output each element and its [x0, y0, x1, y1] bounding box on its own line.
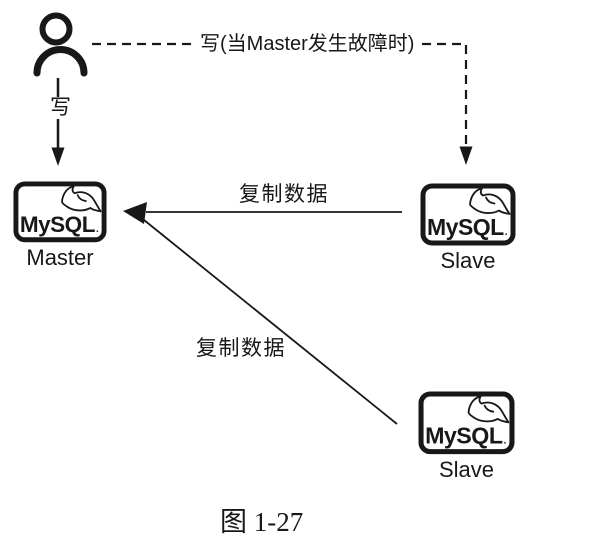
failover-arrow-line — [92, 42, 468, 146]
mysql-logo: MySQL. — [420, 183, 516, 246]
person-head-icon — [39, 12, 73, 46]
replicate-arrowhead-icon — [123, 202, 147, 224]
mysql-wordmark: MySQL. — [427, 214, 508, 240]
mysql-dolphin-icon — [61, 185, 102, 213]
mysql-logo-border — [420, 183, 516, 246]
failover-write-label: 写(当Master发生故障时) — [197, 33, 418, 55]
person-icon — [33, 12, 88, 77]
replicate-top-label: 复制数据 — [236, 184, 332, 206]
write-label: 写 — [47, 97, 74, 119]
mysql-logo: MySQL. — [13, 181, 107, 243]
replicate-bottom-line — [143, 219, 398, 425]
mysql-wordmark: MySQL. — [425, 423, 506, 449]
mysql-logo: MySQL. — [418, 391, 515, 455]
failover-arrowhead-icon — [459, 146, 473, 165]
master-label: Master — [26, 244, 94, 270]
mysql-dolphin-icon — [467, 395, 510, 424]
mysql-dolphin-icon — [469, 187, 511, 215]
slave-top-node: MySQL. Slave — [420, 183, 516, 273]
person-shoulders-icon — [33, 46, 88, 77]
master-node: MySQL. Master — [13, 181, 107, 270]
replicate-bottom-label: 复制数据 — [193, 338, 289, 360]
figure-caption: 图 1-27 — [220, 507, 304, 537]
mysql-wordmark: MySQL. — [20, 212, 99, 237]
slave-bottom-node: MySQL. Slave — [418, 391, 515, 482]
mysql-logo-border — [13, 181, 107, 243]
write-arrowhead-icon — [51, 147, 65, 166]
failover-dashed-arrow — [92, 42, 473, 165]
slave-top-label: Slave — [440, 248, 496, 273]
write-arrow — [51, 78, 65, 166]
mysql-logo-border — [418, 391, 515, 455]
slave-bottom-label: Slave — [438, 456, 495, 482]
